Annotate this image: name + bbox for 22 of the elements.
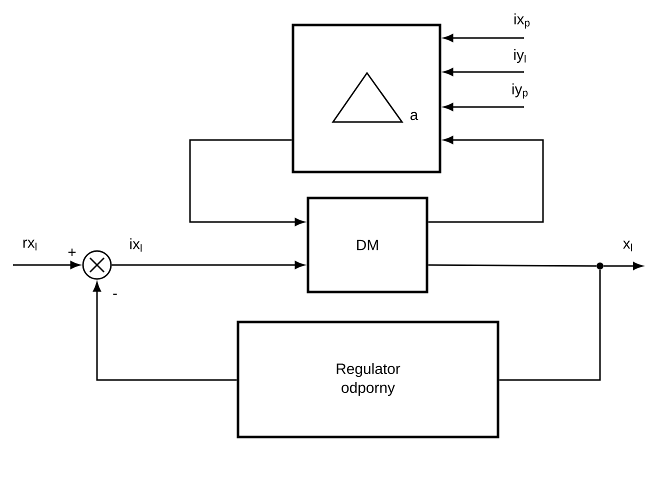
sign-label: - [113, 294, 117, 295]
junction-dot [596, 262, 604, 270]
process-box: DM [306, 196, 428, 294]
subscript-label: a [410, 112, 418, 120]
arrow [604, 262, 643, 270]
process-box: Regulator odporny [236, 320, 500, 438]
edge-label: iy$_{l}$ [514, 49, 526, 63]
arrow [93, 282, 237, 381]
sign-label: + [68, 248, 76, 256]
arrow [444, 103, 524, 111]
arrow [13, 261, 80, 269]
summing-junction [82, 250, 112, 280]
edge-label: ix$_{p}$ [514, 13, 530, 29]
arrow [112, 261, 304, 269]
edge-label: rx$_{l}$ [23, 240, 36, 250]
edge-label: iy$_{p}$ [512, 83, 528, 99]
arrow [444, 68, 524, 76]
arrow [428, 136, 544, 223]
arrow [444, 34, 524, 42]
edge-label: ix$_{l}$ [130, 238, 142, 252]
edge-label: x$_{l}$ [623, 240, 632, 252]
arrow [189, 139, 304, 226]
